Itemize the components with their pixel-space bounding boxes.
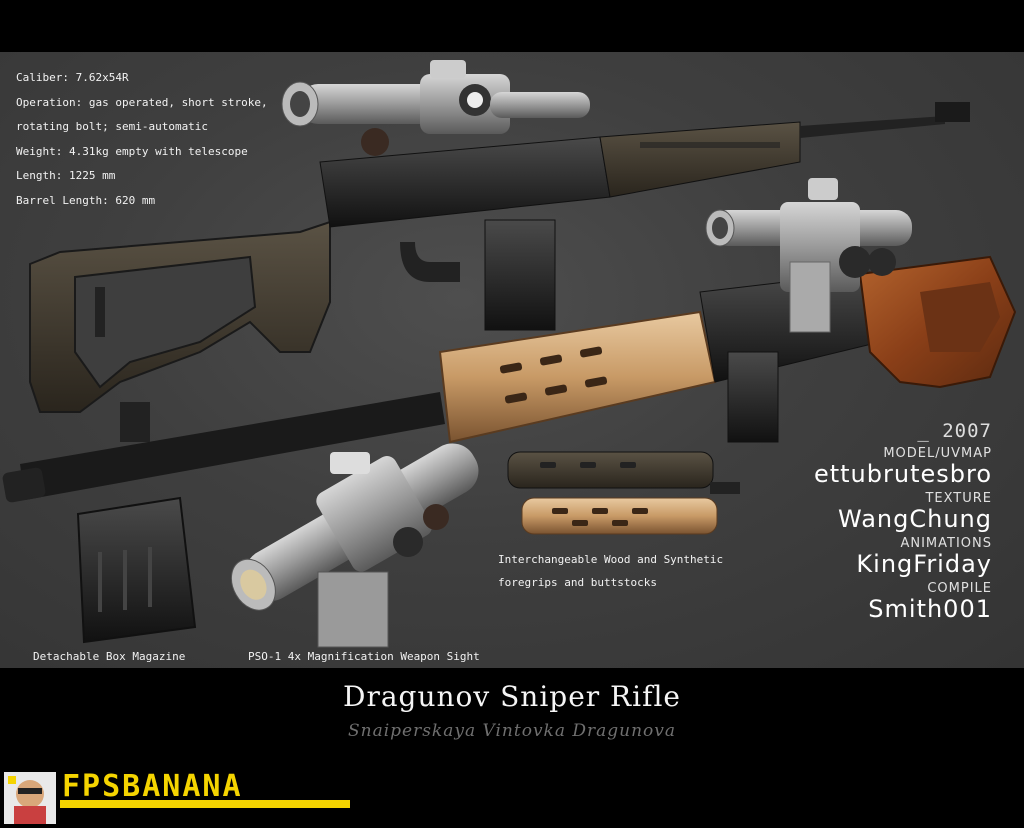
page-title: Dragunov Sniper Rifle — [343, 680, 681, 713]
middle-rifle-scope-icon — [705, 178, 912, 333]
credits-animations-role: ANIMATIONS — [900, 536, 992, 551]
spec-length: Length: 1225 mm — [16, 169, 116, 182]
magazine-caption: Detachable Box Magazine — [33, 650, 186, 663]
pso1-scope-icon — [230, 443, 479, 648]
spec-caliber: Caliber: 7.62x54R — [16, 71, 129, 84]
credits-year: _ 2007 — [917, 420, 992, 442]
foregrips-caption-line1: Interchangeable Wood and Synthetic — [498, 553, 724, 566]
spec-operation: Operation: gas operated, short stroke, — [16, 95, 268, 109]
scope-caption: PSO-1 4x Magnification Weapon Sight — [248, 650, 480, 663]
weapon-specs: Caliber: 7.62x54R Operation: gas operate… — [16, 66, 268, 213]
fpsbanana-wordmark: FPSBANANA — [62, 770, 243, 804]
rifle-artwork — [2, 60, 1017, 648]
credits-texture-name: WangChung — [838, 505, 992, 533]
foregrips-caption-line2: foregrips and buttstocks — [498, 576, 657, 589]
spec-barrel-length: Barrel Length: 620 mm — [16, 193, 156, 207]
credits-model-role: MODEL/UVMAP — [883, 446, 992, 461]
showcase-panel: Caliber: 7.62x54R Operation: gas operate… — [0, 52, 1024, 668]
wood-rifle — [2, 178, 1017, 503]
credits-compile-role: COMPILE — [927, 581, 992, 596]
credits-compile-name: Smith001 — [868, 595, 992, 623]
box-magazine-icon — [76, 496, 197, 644]
top-black-band — [0, 0, 1024, 52]
synthetic-rifle — [29, 60, 970, 413]
fpsbanana-logo: FPSBANANA — [60, 770, 350, 808]
credits-block: _ 2007 MODEL/UVMAP ettubrutesbro TEXTURE… — [814, 420, 992, 622]
spec-operation-cont: rotating bolt; semi-automatic — [16, 120, 209, 133]
wood-foregrip-icon — [521, 497, 718, 535]
foregrips-caption: Interchangeable Wood and Synthetic foreg… — [498, 548, 723, 594]
page-subtitle: Snaiperskaya Vintovka Dragunova — [347, 721, 677, 741]
synthetic-foregrip-icon — [507, 451, 740, 494]
credits-animations-name: KingFriday — [856, 550, 992, 578]
credits-model-name: ettubrutesbro — [813, 460, 992, 488]
top-rifle-scope-icon — [281, 60, 590, 156]
fpsbanana-avatar-icon — [4, 772, 56, 824]
credits-texture-role: TEXTURE — [925, 491, 992, 506]
spec-weight: Weight: 4.31kg empty with telescope — [16, 144, 248, 158]
